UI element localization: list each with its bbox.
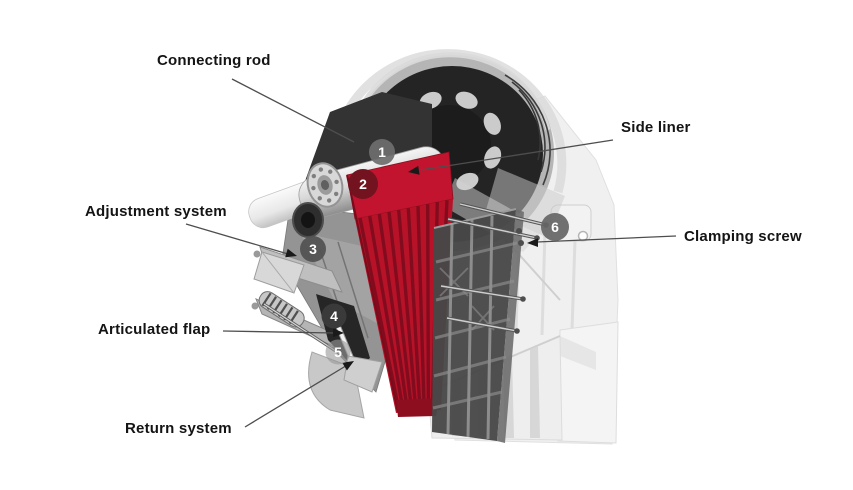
marker-4-number: 4 [330, 308, 338, 324]
marker-3: 3 [300, 236, 326, 262]
marker-6: 6 [541, 213, 569, 241]
label-side-liner: Side liner [621, 119, 691, 136]
leader-side-liner [420, 139, 614, 171]
adjustment-assembly [251, 246, 383, 393]
arrowhead-adjustment-system [285, 248, 297, 258]
marker-1-number: 1 [378, 144, 386, 160]
marker-2-number: 2 [359, 176, 367, 192]
arrowhead-clamping-screw [527, 238, 538, 247]
fixed-jaw-plate [432, 208, 524, 443]
marker-5: 5 [325, 339, 351, 365]
leader-lines [185, 78, 677, 428]
label-connecting-rod: Connecting rod [157, 52, 271, 69]
leader-connecting-rod [231, 78, 355, 143]
leader-clamping-screw [536, 235, 677, 243]
leader-return-system [244, 363, 350, 428]
marker-5-number: 5 [334, 344, 342, 360]
leader-arrowheads [285, 165, 538, 371]
marker-4: 4 [321, 303, 347, 329]
arrowhead-articulated-flap [333, 328, 344, 338]
bearing-flange [306, 162, 344, 208]
bracket-hole [577, 230, 589, 242]
marker-3-number: 3 [309, 241, 317, 257]
marker-2: 2 [348, 169, 378, 199]
label-clamping-screw: Clamping screw [684, 228, 802, 245]
label-articulated-flap: Articulated flap [98, 321, 211, 338]
markers: 1 2 3 4 5 6 [300, 139, 569, 365]
leader-articulated-flap [222, 330, 335, 334]
arrowhead-return-system [342, 361, 354, 371]
leader-adjustment-system [185, 223, 289, 255]
label-return-system: Return system [125, 420, 232, 437]
marker-6-number: 6 [551, 219, 559, 235]
arrowhead-side-liner [408, 165, 420, 175]
label-adjustment-system: Adjustment system [85, 203, 227, 220]
marker-1: 1 [369, 139, 395, 165]
